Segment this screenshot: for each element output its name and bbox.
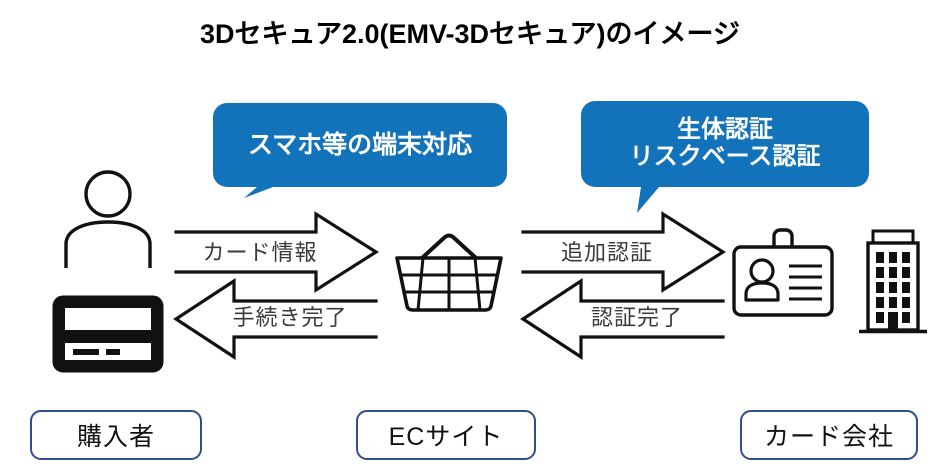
arrow-proc-complete: 手続き完了 [173,278,378,360]
block-arrow-left [520,278,725,360]
shopping-basket-icon [395,232,503,314]
smartphone-support-bubble: スマホ等の端末対応 [213,103,507,203]
speech-bubble-shape [581,101,869,213]
entity-label-buyer[interactable]: 購入者 [30,410,202,460]
speech-bubble-shape [213,103,507,198]
person-icon [58,168,158,270]
authentication-bubble: 生体認証 リスクベース認証 [581,101,869,216]
office-building-icon [857,228,929,340]
entity-label-ec-site[interactable]: ECサイト [356,410,536,460]
page-title: 3Dセキュア2.0(EMV-3Dセキュア)のイメージ [200,19,740,49]
arrow-add-auth: 追加認証 [521,211,726,293]
entity-label-card-company[interactable]: カード会社 [740,410,918,460]
block-arrow-right [174,211,379,293]
id-badge-icon [731,228,835,320]
block-arrow-right [521,211,726,293]
block-arrow-left [173,278,378,360]
arrow-auth-complete: 認証完了 [520,278,725,360]
credit-card-icon [52,295,164,373]
arrow-card-info: カード情報 [174,211,379,293]
